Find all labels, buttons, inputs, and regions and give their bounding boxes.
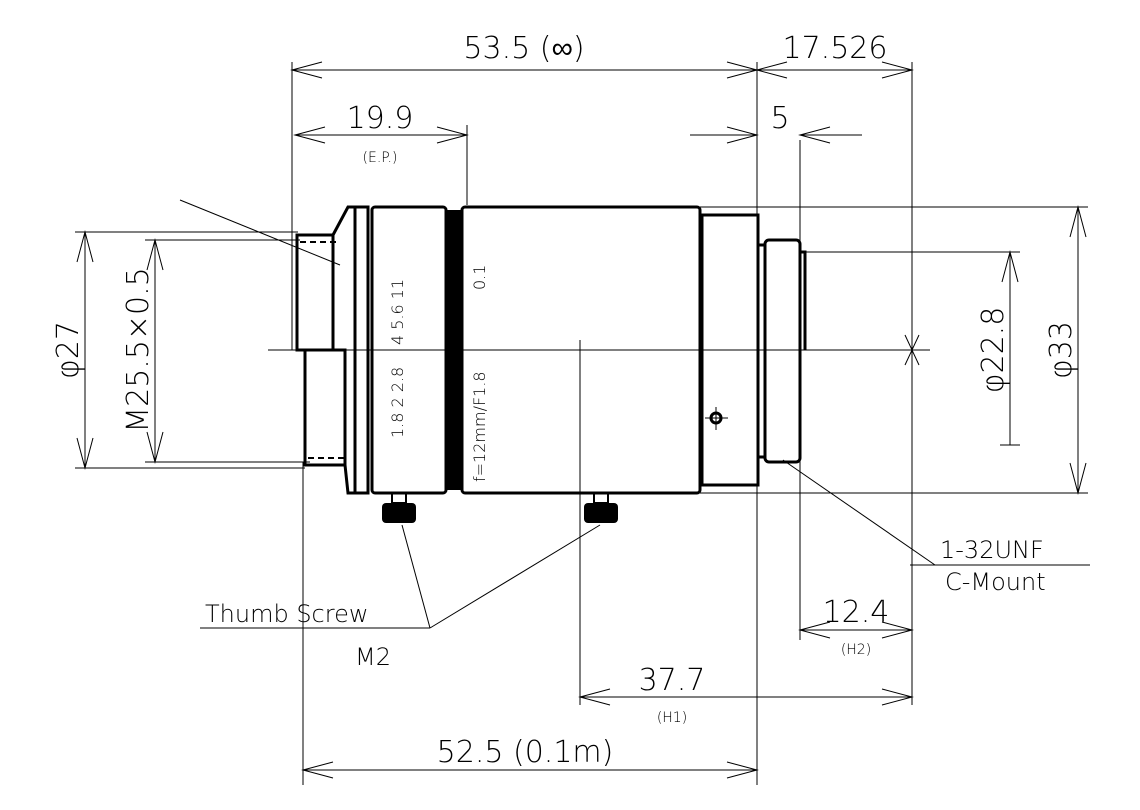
- dim-filter-thread: M25.5×0.5: [121, 267, 156, 433]
- extension-lines: [75, 62, 1088, 785]
- lens-body: [295, 205, 807, 495]
- dim-entrance-pupil: 19.9: [347, 101, 414, 136]
- focus-mark: 0.1: [470, 265, 489, 290]
- dim-body-diameter: φ33: [1044, 321, 1079, 379]
- thumb-screw-1[interactable]: [382, 492, 416, 523]
- label-mount: C-Mount: [945, 568, 1046, 596]
- aperture-scale-upper: 4 5.6 11: [388, 279, 407, 345]
- label-thread: 1-32UNF: [940, 536, 1044, 564]
- aperture-scale-lower: 1.8 2 2.8: [388, 367, 407, 438]
- dim-h2-label: (H2): [841, 642, 871, 658]
- dim-h1-label: (H1): [657, 710, 687, 726]
- leader-lines: [200, 459, 1090, 629]
- dim-flange-back: 17.526: [783, 31, 888, 66]
- dim-front-diameter: φ27: [51, 321, 86, 379]
- dim-h1: 37.7: [639, 663, 706, 698]
- dimension-lines: [76, 61, 1087, 779]
- lens-model-marking: f=12mm/F1.8: [470, 371, 489, 482]
- label-thumb-screw-size: M2: [355, 643, 391, 671]
- dim-mount-offset: 5: [770, 101, 789, 136]
- dim-total-length-inf: 53.5 (∞): [463, 31, 584, 66]
- focus-knurl: [447, 210, 461, 490]
- dim-ep-label: (E.P.): [363, 150, 398, 166]
- dim-h2: 12.4: [823, 595, 890, 630]
- dim-rear-diameter: φ22.8: [976, 307, 1011, 394]
- thumb-screw-2[interactable]: [584, 492, 618, 523]
- dim-total-length-near: 52.5 (0.1m): [437, 735, 614, 770]
- label-thumb-screw: Thumb Screw: [205, 600, 369, 628]
